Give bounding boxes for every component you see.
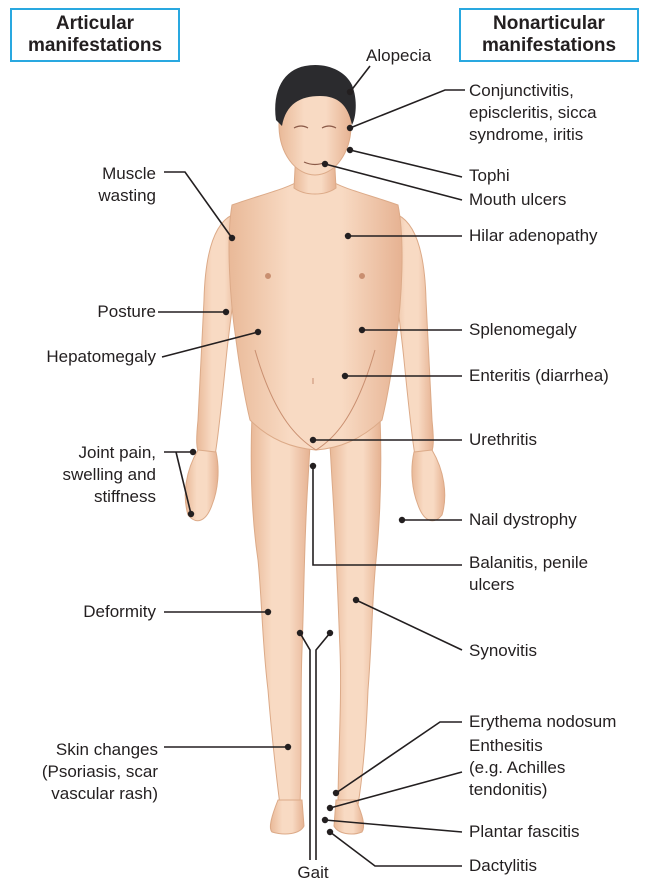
label-muscle-wasting: Muscle wasting [40,163,156,207]
label-joint-pain-line2: swelling and [20,464,156,486]
label-enthesitis: Enthesitis (e.g. Achilles tendonitis) [469,735,565,801]
articular-header-line2: manifestations [18,35,172,57]
label-plantar-fascitis: Plantar fascitis [469,821,580,843]
label-skin-changes-line1: Skin changes [8,739,158,761]
leader-conjunctivitis [350,90,465,128]
label-enteritis: Enteritis (diarrhea) [469,365,609,387]
human-figure [185,75,445,834]
label-splenomegaly: Splenomegaly [469,319,577,341]
label-enthesitis-line2: (e.g. Achilles [469,757,565,779]
label-dactylitis: Dactylitis [469,855,537,877]
label-conjunctivitis-line3: syndrome, iritis [469,124,597,146]
label-joint-pain-line3: stiffness [20,486,156,508]
label-balanitis: Balanitis, penile ulcers [469,552,588,596]
label-muscle-wasting-line1: Muscle [40,163,156,185]
label-tophi: Tophi [469,165,510,187]
leader-dactylitis [330,832,462,866]
leader-gait-b [316,633,330,860]
label-joint-pain-line1: Joint pain, [20,442,156,464]
label-posture: Posture [40,301,156,323]
leader-alopecia [350,66,370,92]
label-mouth-ulcers: Mouth ulcers [469,189,566,211]
articular-header-line1: Articular [18,13,172,35]
label-conjunctivitis-line1: Conjunctivitis, [469,80,597,102]
label-alopecia: Alopecia [366,45,431,67]
label-enthesitis-line3: tendonitis) [469,779,565,801]
label-conjunctivitis-line2: episcleritis, sicca [469,102,597,124]
nonarticular-header-line2: manifestations [467,35,631,57]
nonarticular-header: Nonarticular manifestations [459,8,639,62]
label-synovitis: Synovitis [469,640,537,662]
label-gait: Gait [288,862,338,884]
label-skin-changes-line2: (Psoriasis, scar [8,761,158,783]
label-joint-pain: Joint pain, swelling and stiffness [20,442,156,508]
label-balanitis-line1: Balanitis, penile [469,552,588,574]
label-enthesitis-line1: Enthesitis [469,735,565,757]
label-skin-changes-line3: vascular rash) [8,783,158,805]
label-nail-dystrophy: Nail dystrophy [469,509,577,531]
label-skin-changes: Skin changes (Psoriasis, scar vascular r… [8,739,158,805]
label-hepatomegaly: Hepatomegaly [4,346,156,368]
label-hilar-adenopathy: Hilar adenopathy [469,225,598,247]
label-deformity: Deformity [20,601,156,623]
nonarticular-header-line1: Nonarticular [467,13,631,35]
label-conjunctivitis: Conjunctivitis, episcleritis, sicca synd… [469,80,597,146]
articular-header: Articular manifestations [10,8,180,62]
leader-tophi [350,150,462,177]
label-erythema-nodosum: Erythema nodosum [469,711,616,733]
label-balanitis-line2: ulcers [469,574,588,596]
label-urethritis: Urethritis [469,429,537,451]
label-muscle-wasting-line2: wasting [40,185,156,207]
